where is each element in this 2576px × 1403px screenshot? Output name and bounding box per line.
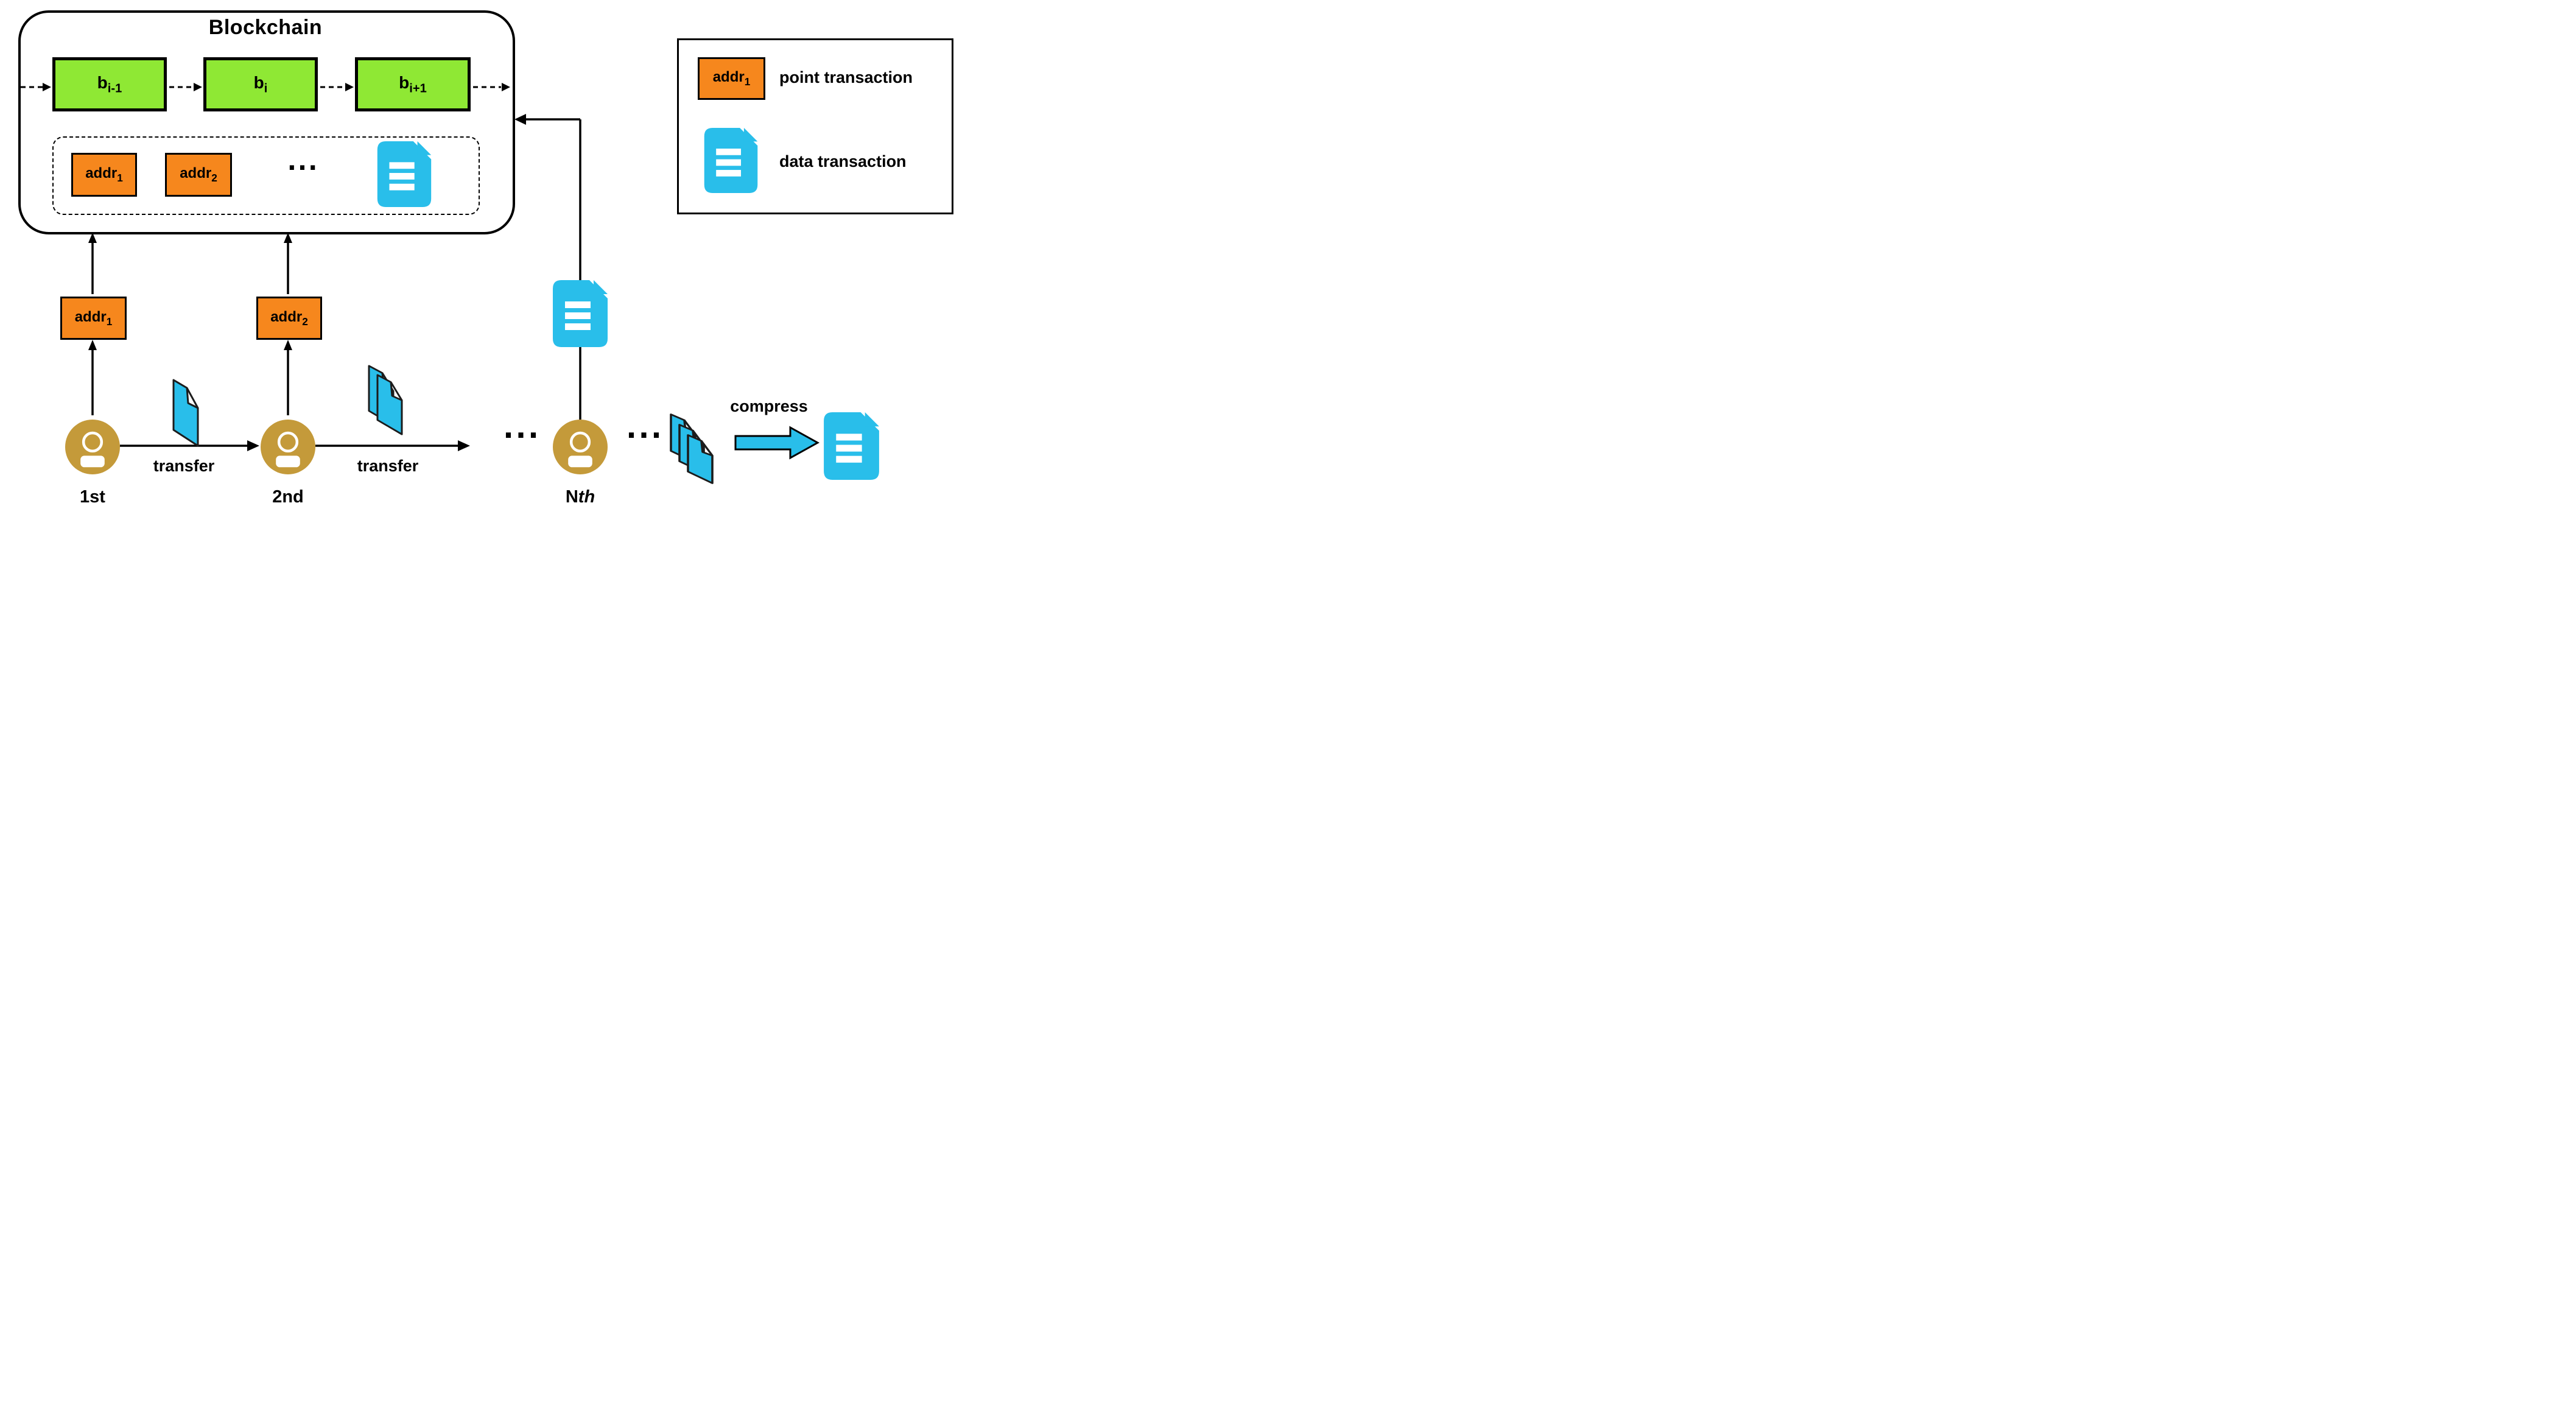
user-label-2nd: 2nd: [272, 487, 304, 507]
block-label: bi-1: [97, 73, 122, 96]
pages-stack-3-icon: [670, 413, 714, 484]
block-label-base: b: [253, 72, 264, 92]
addr1-box: addr1: [60, 297, 127, 340]
addr-label-sub: 1: [106, 315, 113, 328]
blockchain-panel: [18, 10, 515, 234]
transfer-label-2: transfer: [357, 457, 419, 475]
nth-label-main: N: [565, 487, 578, 507]
block-label: bi: [254, 73, 268, 96]
document-icon: [553, 280, 608, 347]
legend-point-box: addr1: [698, 57, 765, 100]
mempool-ellipsis: ...: [287, 148, 319, 176]
page-icon: [172, 379, 199, 447]
user-icon: [553, 420, 608, 474]
user-icon: [65, 420, 120, 474]
addr-label-sub: 1: [744, 75, 751, 88]
block-label-sub: i-1: [107, 82, 122, 96]
mempool-addr1-box: addr1: [71, 153, 137, 197]
blockchain-diagram: Blockchain bi-1 bi bi+1 addr1 addr2 ... …: [0, 0, 955, 520]
addr-label-base: addr: [85, 165, 118, 182]
addr-label: addr1: [85, 165, 123, 185]
block-label-sub: i+1: [409, 82, 427, 96]
block-b-i-plus-1: bi+1: [355, 57, 471, 111]
transfer-label-1: transfer: [153, 457, 215, 475]
blockchain-title: Blockchain: [208, 16, 323, 39]
block-label-sub: i: [264, 82, 268, 96]
addr-label-sub: 2: [211, 171, 217, 184]
addr-label-base: addr: [74, 308, 107, 325]
mempool-dashed-box: [52, 136, 480, 215]
block-b-i: bi: [203, 57, 318, 111]
ellipsis-right: ...: [626, 412, 664, 445]
block-label-base: b: [399, 72, 410, 92]
into-blockchain-arrowhead: [514, 114, 526, 125]
addr-label: addr1: [75, 309, 113, 328]
addr2-box: addr2: [256, 297, 322, 340]
user-label-1st: 1st: [80, 487, 105, 507]
addr-label-base: addr: [712, 69, 745, 86]
addr-label: addr2: [270, 309, 308, 328]
addr-label-base: addr: [270, 308, 303, 325]
ellipsis-left: ...: [503, 412, 541, 445]
nth-connector-lines: [525, 118, 581, 420]
document-icon: [704, 128, 758, 193]
nth-label-suffix: th: [578, 487, 595, 507]
user-label-nth: Nth: [547, 487, 614, 507]
mempool-addr2-box: addr2: [165, 153, 232, 197]
legend-point-label: point transaction: [779, 68, 913, 86]
block-label: bi+1: [399, 73, 427, 96]
compress-label: compress: [730, 397, 808, 415]
addr-label-sub: 1: [117, 171, 123, 184]
user-icon: [261, 420, 315, 474]
legend-data-label: data transaction: [779, 152, 907, 171]
block-arrow-right-icon: [734, 424, 819, 461]
block-b-i-minus-1: bi-1: [52, 57, 167, 111]
document-icon: [376, 141, 432, 207]
addr-label-base: addr: [180, 165, 212, 182]
block-label-base: b: [97, 72, 108, 92]
pages-stack-2-icon: [368, 365, 403, 435]
addr-label: addr1: [713, 69, 751, 88]
addr-label: addr2: [180, 165, 217, 185]
document-icon: [823, 412, 880, 480]
addr-label-sub: 2: [302, 315, 308, 328]
